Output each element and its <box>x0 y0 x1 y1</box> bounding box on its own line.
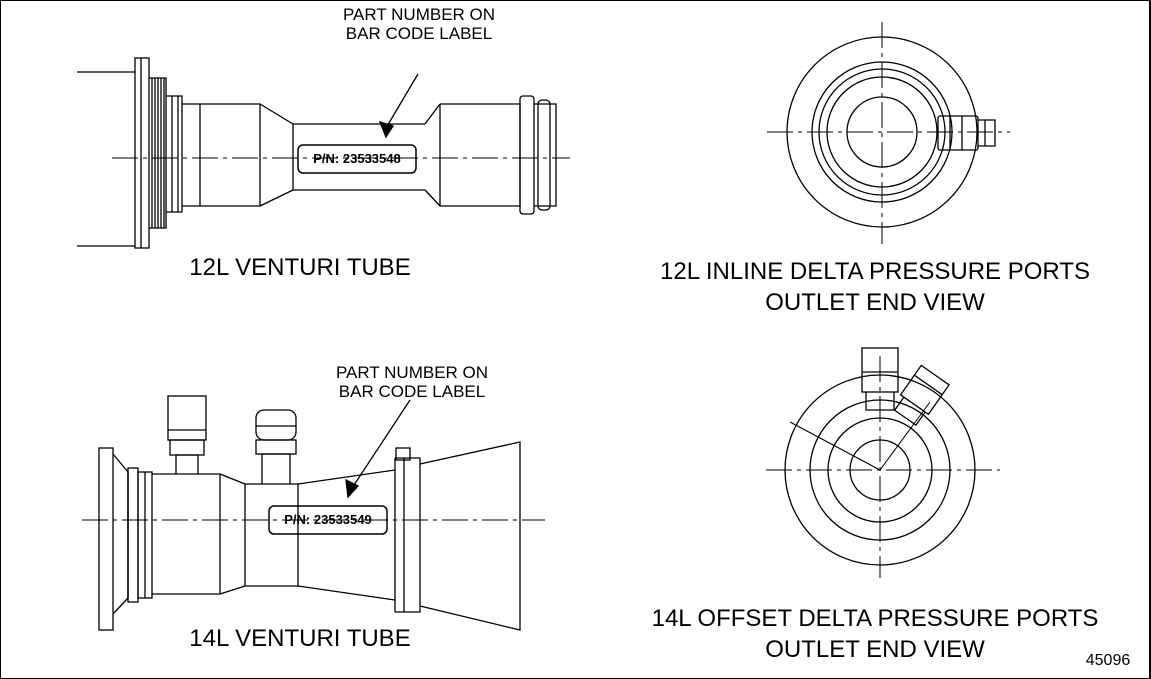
figure-number: 45096 <box>1085 652 1131 669</box>
title-14l-venturi-tube: 14L VENTURI TUBE <box>189 625 411 652</box>
callout-14l-line1: PART NUMBER ON <box>335 363 489 382</box>
title-12l-end-view-line1: 12L INLINE DELTA PRESSURE PORTS <box>660 258 1090 285</box>
title-14l-end-view: 14L OFFSET DELTA PRESSURE PORTS OUTLET E… <box>630 603 1120 665</box>
title-14l-end-view-line1: 14L OFFSET DELTA PRESSURE PORTS <box>651 605 1099 632</box>
part-number-label-12l: P/N: 23533548 <box>313 151 401 166</box>
callout-12l: PART NUMBER ON BAR CODE LABEL <box>330 5 508 43</box>
venturi-tube-14l <box>82 395 545 631</box>
title-12l-venturi-tube: 12L VENTURI TUBE <box>189 254 411 281</box>
venturi-tube-12l <box>77 57 570 249</box>
callout-12l-line1: PART NUMBER ON <box>342 5 496 24</box>
callout-14l: PART NUMBER ON BAR CODE LABEL <box>323 363 501 401</box>
end-view-12l <box>767 22 1010 244</box>
end-view-14l <box>766 347 1000 578</box>
callout-14l-line2: BAR CODE LABEL <box>338 382 486 401</box>
title-12l-end-view-line2: OUTLET END VIEW <box>765 289 985 316</box>
title-14l-end-view-line2: OUTLET END VIEW <box>765 636 985 663</box>
callout-12l-line2: BAR CODE LABEL <box>345 24 493 43</box>
part-number-label-14l: P/N: 23533549 <box>284 512 372 527</box>
title-12l-end-view: 12L INLINE DELTA PRESSURE PORTS OUTLET E… <box>640 256 1110 318</box>
